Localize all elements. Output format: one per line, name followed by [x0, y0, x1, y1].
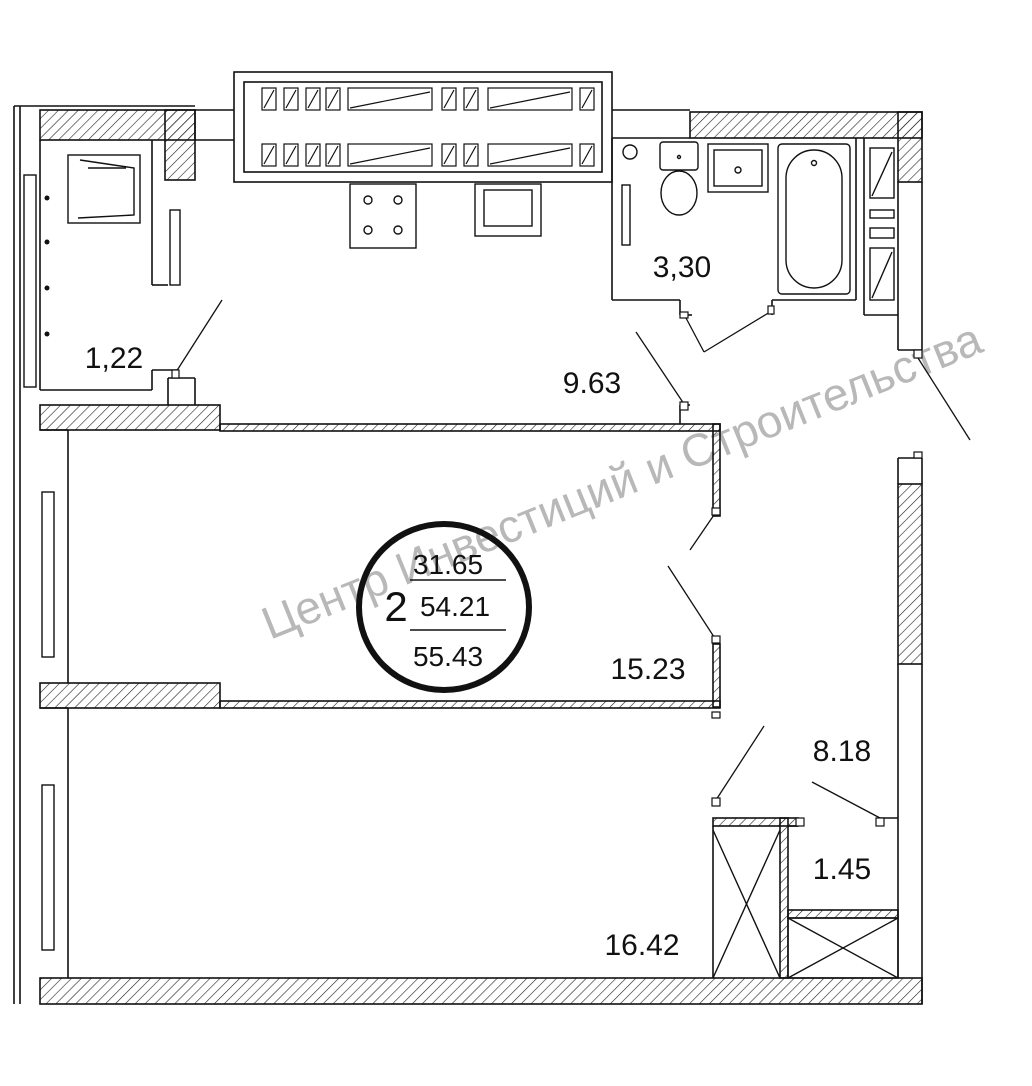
living-room-area: 16.42: [604, 929, 679, 962]
living-room-window: [41, 784, 55, 951]
door-swings: [175, 299, 971, 819]
toilet-icon: [659, 141, 699, 171]
fixtures: [67, 141, 899, 979]
bathroom-sink-icon: [707, 143, 769, 193]
closet-area: 1.45: [813, 853, 871, 886]
dryer-icon: [67, 154, 141, 224]
entrance-door: [917, 357, 971, 441]
stove-burners: [363, 154, 818, 235]
room-count: 2: [384, 583, 407, 630]
ventilation-ducts: [261, 87, 595, 167]
living-room-door: [715, 725, 765, 801]
bedroom-window: [41, 491, 55, 658]
bedroom-area: 15.23: [610, 653, 685, 686]
apartment-summary-badge: 2 31.65 54.21 55.43: [356, 521, 532, 693]
loggia-area: 1,22: [85, 342, 143, 375]
closet-door: [811, 781, 881, 819]
loggia-door: [175, 299, 223, 373]
hatched-walls: [39, 109, 923, 1005]
loggia-door-window: [169, 209, 181, 286]
hall-area: 8.18: [813, 735, 871, 768]
bathtub-icon: [777, 143, 851, 295]
stove-icon: [349, 183, 417, 249]
door-jambs: [171, 305, 923, 827]
bathroom-door: [685, 317, 705, 353]
room-labels: 1,22 3,30 9.63 15.23 8.18 1.45 16.42: [85, 251, 871, 962]
total-area: 54.21: [420, 591, 490, 622]
wall-lines: [13, 71, 923, 1004]
kitchen-area: 9.63: [563, 367, 621, 400]
bedroom-door: [689, 511, 717, 551]
loggia-window: [23, 174, 37, 388]
shelf-icon: [869, 147, 895, 199]
kitchen-door: [635, 331, 685, 405]
watermark-text: Центр Инвестиций и Строительства: [254, 312, 989, 649]
windows: [23, 174, 181, 951]
total-area-with-balcony: 55.43: [413, 641, 483, 672]
living-area: 31.65: [413, 549, 483, 580]
kitchen-sink-icon: [474, 183, 542, 237]
window-dots: [44, 195, 50, 337]
bathroom-area: 3,30: [653, 251, 711, 284]
